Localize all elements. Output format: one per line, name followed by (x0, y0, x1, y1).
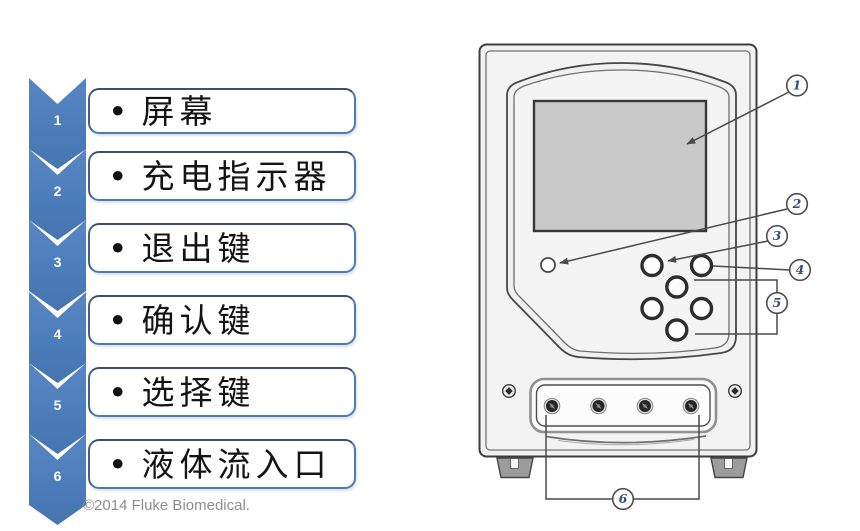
list-item: • 液体流入口 (88, 439, 356, 489)
fluid-inlet-ports (543, 397, 700, 415)
inlet-port (682, 397, 700, 415)
inlet-port (590, 397, 607, 415)
callout-1-number: 1 (793, 78, 802, 93)
copyright-text: ©2014 Fluke Biomedical. (83, 497, 250, 514)
list-item-number: 4 (53, 326, 62, 342)
callout-line-1 (686, 91, 790, 145)
enter-key (689, 253, 714, 278)
device-foot-left (496, 457, 534, 479)
list-item-label: 确认键 (141, 300, 256, 340)
keypad (640, 253, 714, 342)
select-key-right (689, 296, 714, 321)
list-item: • 确认键 (88, 295, 356, 345)
list-item-label: 选择键 (141, 372, 256, 412)
list-item: • 选择键 (88, 367, 356, 417)
select-key-up (665, 275, 689, 299)
list-item-label: 液体流入口 (141, 444, 332, 484)
list-item-number: 5 (53, 397, 62, 413)
case-seam-curve-shadow (557, 439, 695, 446)
callout-4-number: 4 (796, 262, 805, 277)
callout-4-marker: 4 (788, 258, 812, 282)
callout-markers: 1 2 3 4 5 6 (611, 74, 812, 511)
bullet-icon: • (108, 372, 128, 412)
callout-2-number: 2 (792, 196, 802, 211)
list-item-label: 退出键 (141, 228, 256, 268)
list-item-number: 6 (53, 468, 62, 484)
callout-6-number: 6 (619, 491, 628, 506)
select-key-left (640, 296, 664, 321)
callout-5-number: 5 (773, 295, 782, 310)
list-item-number: 3 (53, 254, 62, 270)
list-item: • 屏幕 (88, 88, 356, 134)
list-item-number: 2 (53, 183, 62, 199)
callout-3-number: 3 (773, 228, 782, 243)
bullet-icon: • (108, 300, 128, 340)
list-item-label: 屏幕 (141, 91, 218, 131)
list-item-number: 1 (53, 112, 62, 128)
charge-indicator-led (540, 257, 556, 273)
exit-key (640, 253, 664, 278)
device-screen (532, 99, 708, 233)
bullet-icon: • (108, 156, 128, 196)
device-foot-right (710, 457, 748, 479)
callout-line-3 (667, 240, 769, 263)
fluid-inlet-panel-inner-line (535, 384, 711, 427)
callout-lines (545, 91, 791, 500)
callout-3-marker: 3 (765, 224, 789, 248)
callout-1-marker: 1 (785, 74, 809, 97)
callout-line-2 (559, 208, 788, 265)
bullet-icon: • (108, 91, 128, 131)
screw-right-icon (728, 384, 743, 399)
list-item: • 退出键 (88, 223, 356, 273)
inlet-port (636, 397, 654, 415)
callout-line-4 (712, 265, 791, 271)
inlet-port (543, 397, 561, 415)
list-item-label: 充电指示器 (141, 156, 332, 196)
select-key-down (665, 318, 689, 342)
list-item: • 充电指示器 (88, 151, 356, 201)
case-seam-curve (545, 435, 707, 444)
callout-6-marker: 6 (611, 487, 635, 511)
bullet-icon: • (108, 228, 128, 268)
callout-2-marker: 2 (785, 192, 809, 216)
bullet-icon: • (108, 444, 128, 484)
screw-left-icon (502, 384, 517, 399)
callout-5-marker: 5 (765, 291, 789, 315)
